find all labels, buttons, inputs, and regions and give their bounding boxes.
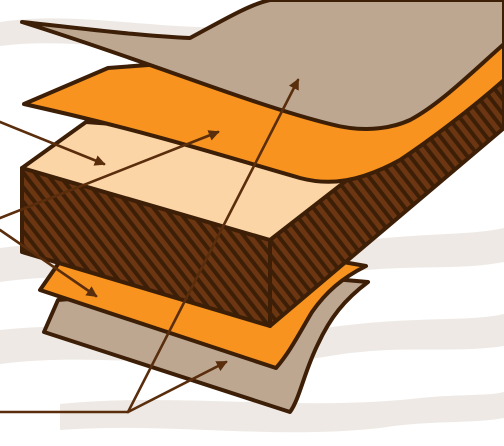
layered-material-diagram [0,0,504,446]
diagram-canvas [0,0,504,446]
